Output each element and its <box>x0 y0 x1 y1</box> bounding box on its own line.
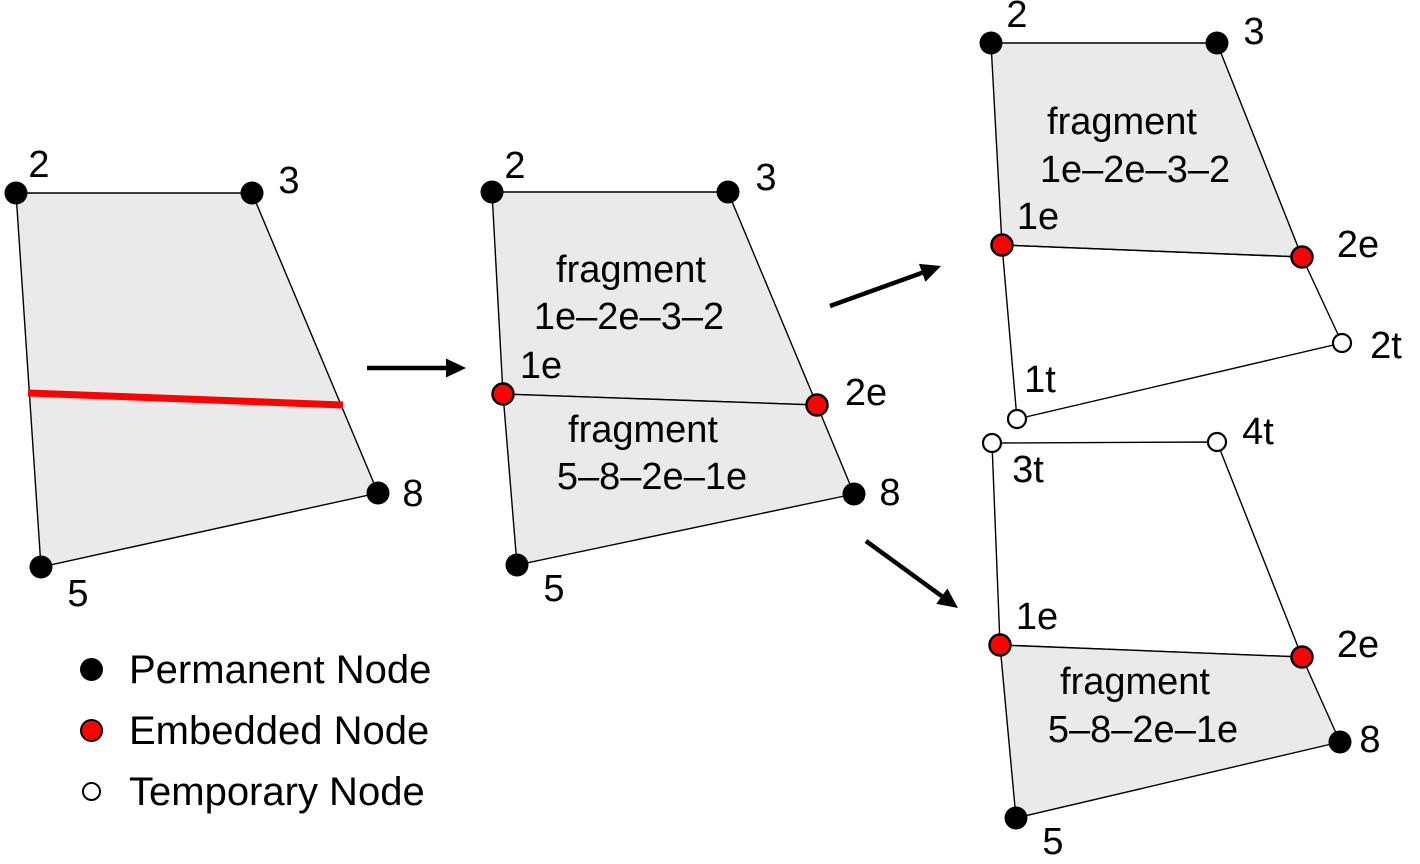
partitioned-element-node-8 <box>842 482 866 506</box>
partitioned-element-node-label-1e: 1e <box>520 345 562 387</box>
bottom-fragment-caption-1: 5–8–2e–1e <box>1048 709 1238 751</box>
bottom-fragment-node-1e <box>988 633 1012 657</box>
legend-item-temporary: Temporary Node <box>79 761 431 822</box>
original-element-node-5 <box>29 555 53 579</box>
top-fragment-node-label-3: 3 <box>1243 11 1264 53</box>
partitioned-element-node-2 <box>480 180 504 204</box>
legend-item-embedded: Embedded Node <box>79 700 431 761</box>
arrow-to-bottom-fragment-shaft <box>864 539 944 599</box>
original-element-node-8 <box>366 481 390 505</box>
bottom-fragment-node-5 <box>1004 806 1028 830</box>
original-element-node-label-3: 3 <box>278 160 299 202</box>
original-element-node-label-2: 2 <box>28 144 49 186</box>
bottom-fragment-node-label-3t: 3t <box>1012 449 1044 491</box>
partitioned-element-node-label-2e: 2e <box>845 372 887 414</box>
legend-item-permanent: Permanent Node <box>79 639 431 700</box>
top-fragment-node-1e <box>990 233 1014 257</box>
partitioned-element-node-label-2: 2 <box>504 145 525 187</box>
bottom-fragment-node-3t <box>981 432 1003 454</box>
original-element-node-label-8: 8 <box>402 473 423 515</box>
partitioned-element-caption-0: fragment <box>556 249 706 291</box>
top-fragment-node-label-2e: 2e <box>1337 224 1379 266</box>
top-fragment-node-3 <box>1205 31 1229 55</box>
legend-label-temporary: Temporary Node <box>129 769 425 814</box>
original-element-cut-line <box>27 389 344 409</box>
original-element-node-2 <box>4 181 28 205</box>
partitioned-element-node-label-5: 5 <box>543 568 564 610</box>
bottom-fragment-node-label-4t: 4t <box>1242 411 1274 453</box>
partitioned-element-node-1e <box>491 382 515 406</box>
partitioned-element-caption-3: 5–8–2e–1e <box>557 456 747 498</box>
top-fragment-caption-1: 1e–2e–3–2 <box>1040 149 1230 191</box>
top-fragment-node-2 <box>979 31 1003 55</box>
legend-label-permanent: Permanent Node <box>129 647 432 692</box>
arrow-to-partitioned-element-head <box>446 358 466 378</box>
original-element-node-3 <box>240 181 264 205</box>
bottom-fragment-node-label-8: 8 <box>1359 719 1380 761</box>
top-fragment-node-2e <box>1290 245 1314 269</box>
bottom-fragment-node-label-2e: 2e <box>1337 624 1379 666</box>
bottom-fragment-node-4t <box>1206 431 1228 453</box>
top-fragment-node-label-2t: 2t <box>1370 325 1402 367</box>
top-fragment-node-label-2: 2 <box>1006 0 1027 36</box>
partitioned-element-node-2e <box>805 393 829 417</box>
partitioned-element-node-label-3: 3 <box>755 157 776 199</box>
partitioned-element-caption-2: fragment <box>568 409 718 451</box>
partitioned-element-node-label-8: 8 <box>879 472 900 514</box>
bottom-fragment-node-2e <box>1290 645 1314 669</box>
legend: Permanent Node Embedded Node Temporary N… <box>79 639 431 822</box>
top-fragment-caption-0: fragment <box>1047 101 1197 143</box>
top-fragment-node-1t <box>1006 408 1028 430</box>
temporary-node-icon <box>79 780 103 804</box>
partitioned-element-node-3 <box>716 180 740 204</box>
arrow-to-bottom-fragment-head <box>936 588 958 608</box>
partitioned-element-caption-1: 1e–2e–3–2 <box>534 296 724 338</box>
embedded-node-icon <box>79 719 103 743</box>
bottom-fragment-node-8 <box>1328 730 1352 754</box>
bottom-fragment-node-label-5: 5 <box>1042 821 1063 863</box>
original-element-element-quad-2-3-8-5 <box>15 192 379 568</box>
partitioned-element-node-5 <box>505 553 529 577</box>
top-fragment-node-label-1e: 1e <box>1017 196 1059 238</box>
legend-label-embedded: Embedded Node <box>129 708 430 753</box>
top-fragment-node-label-1t: 1t <box>1024 359 1056 401</box>
original-element-node-label-5: 5 <box>67 573 88 615</box>
bottom-fragment-caption-0: fragment <box>1060 661 1210 703</box>
arrow-to-top-fragment-shaft <box>829 270 923 309</box>
top-fragment-node-2t <box>1331 332 1353 354</box>
permanent-node-icon <box>79 658 103 682</box>
arrow-to-top-fragment-head <box>918 263 941 282</box>
bottom-fragment-node-label-1e: 1e <box>1016 596 1058 638</box>
